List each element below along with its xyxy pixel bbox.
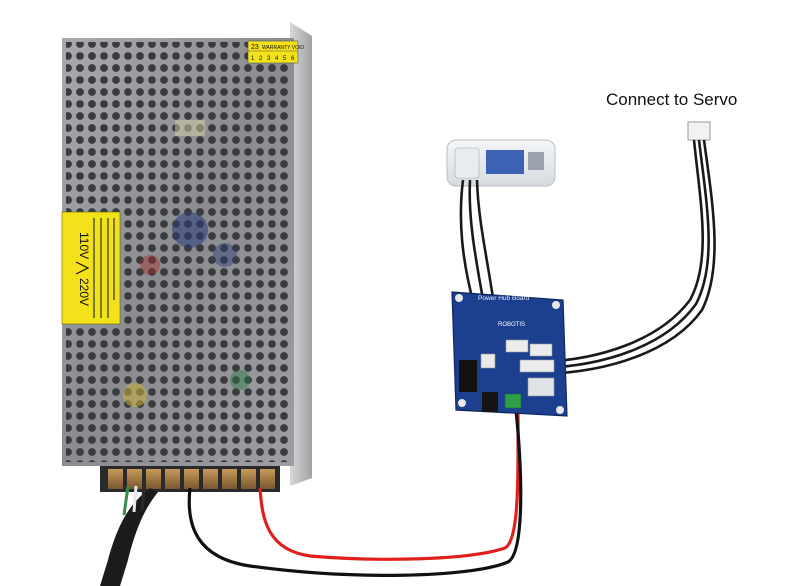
psu-internal-capacitor (213, 243, 237, 267)
green-terminal (505, 394, 521, 408)
voltage-low-label: 110V (77, 232, 91, 259)
board-connector-white (530, 344, 552, 356)
psu-internal-component (175, 120, 205, 136)
voltage-warning-label: 110V 220V (62, 212, 120, 324)
usb-adapter (447, 140, 555, 186)
board-connector-white (481, 354, 495, 368)
voltage-high-label: 220V (77, 278, 91, 306)
connect-to-servo-label: Connect to Servo (606, 90, 737, 110)
servo-connector (688, 122, 710, 140)
power-hub-board: Power Hub Board ROBOTIS (452, 292, 567, 416)
psu-internal-component (123, 383, 147, 407)
dc-barrel-jack (482, 392, 498, 412)
psu-internal-capacitor (172, 212, 208, 248)
mains-cable (100, 486, 158, 586)
hub-board-brand: ROBOTIS (498, 322, 525, 328)
hub-board-title: Power Hub Board (478, 295, 530, 302)
board-connector-white (520, 360, 554, 372)
warranty-sticker: 23 WARRANTY VOID 1 2 3 4 5 6 (248, 41, 304, 63)
warranty-label: WARRANTY VOID (262, 45, 304, 51)
psu-internal-component (140, 255, 160, 275)
power-supply-unit: 23 WARRANTY VOID 1 2 3 4 5 6 110V 220V (62, 22, 312, 586)
servo-cable (540, 122, 715, 374)
adapter-cables (461, 180, 494, 305)
warranty-number: 23 (251, 44, 259, 51)
board-switch (528, 378, 554, 396)
board-connector-white (506, 340, 528, 352)
psu-internal-component (230, 370, 250, 390)
board-connector-black (459, 360, 477, 392)
